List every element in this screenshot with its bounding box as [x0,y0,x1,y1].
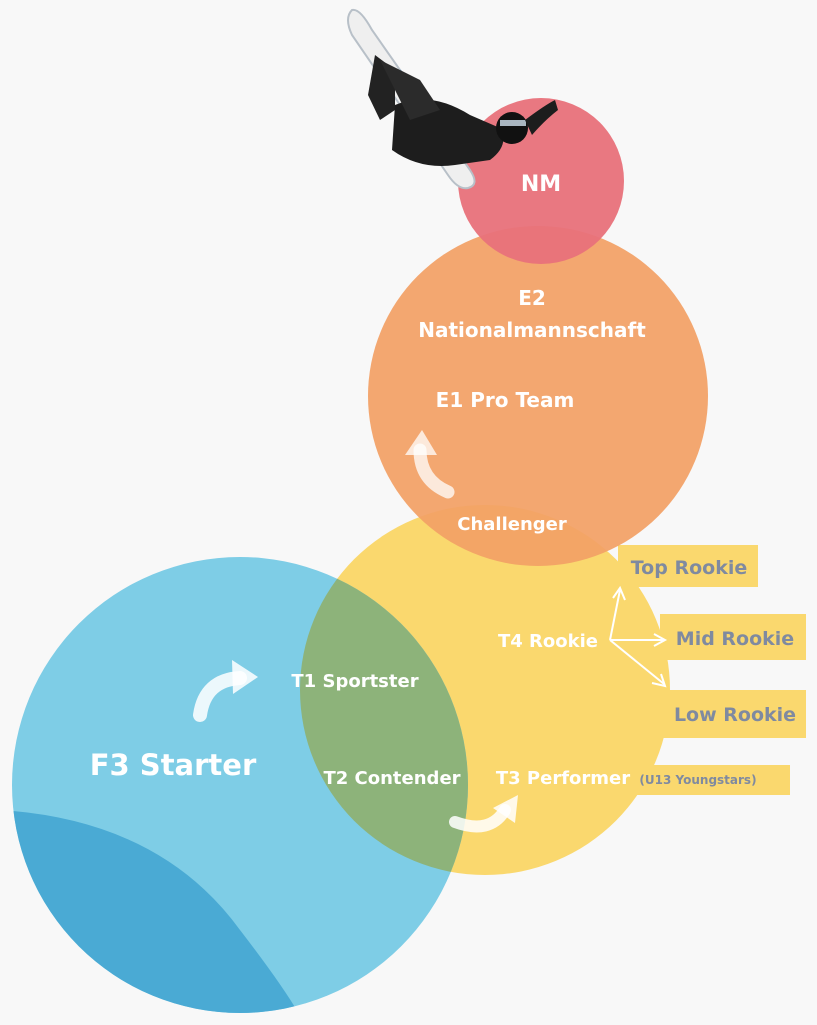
curved-arrow-icon [405,430,455,499]
t4-label: T4 Rookie [498,631,598,652]
t3-note: (U13 Youngstars) [639,773,756,787]
mid-rookie-box [660,614,806,660]
curved-arrow-icon [449,795,518,833]
t1-label: T1 Sportster [291,671,418,692]
f3-label: F3 Starter [90,748,257,782]
e2-label: E2 [518,286,546,310]
overlap-region [300,557,468,875]
top-rookie-box [618,545,758,587]
low-rookie-label: Low Rookie [674,704,796,726]
e2-subtitle: Nationalmannschaft [418,318,646,342]
low-rookie-box [660,690,806,738]
snowboarder-figure [347,8,558,190]
mid-rookie-label: Mid Rookie [676,628,794,650]
curved-arrow-icon [193,660,258,722]
nm-label: NM [521,172,561,197]
top-rookie-label: Top Rookie [631,557,747,579]
rookie-branch-arrows [609,585,668,688]
t2-label: T2 Contender [323,768,460,789]
youngstars-box [605,765,790,795]
elite-circle [368,226,708,566]
t3-label: T3 Performer [496,768,630,789]
e1-label: E1 Pro Team [436,388,575,412]
challenger-label: Challenger [457,514,567,535]
